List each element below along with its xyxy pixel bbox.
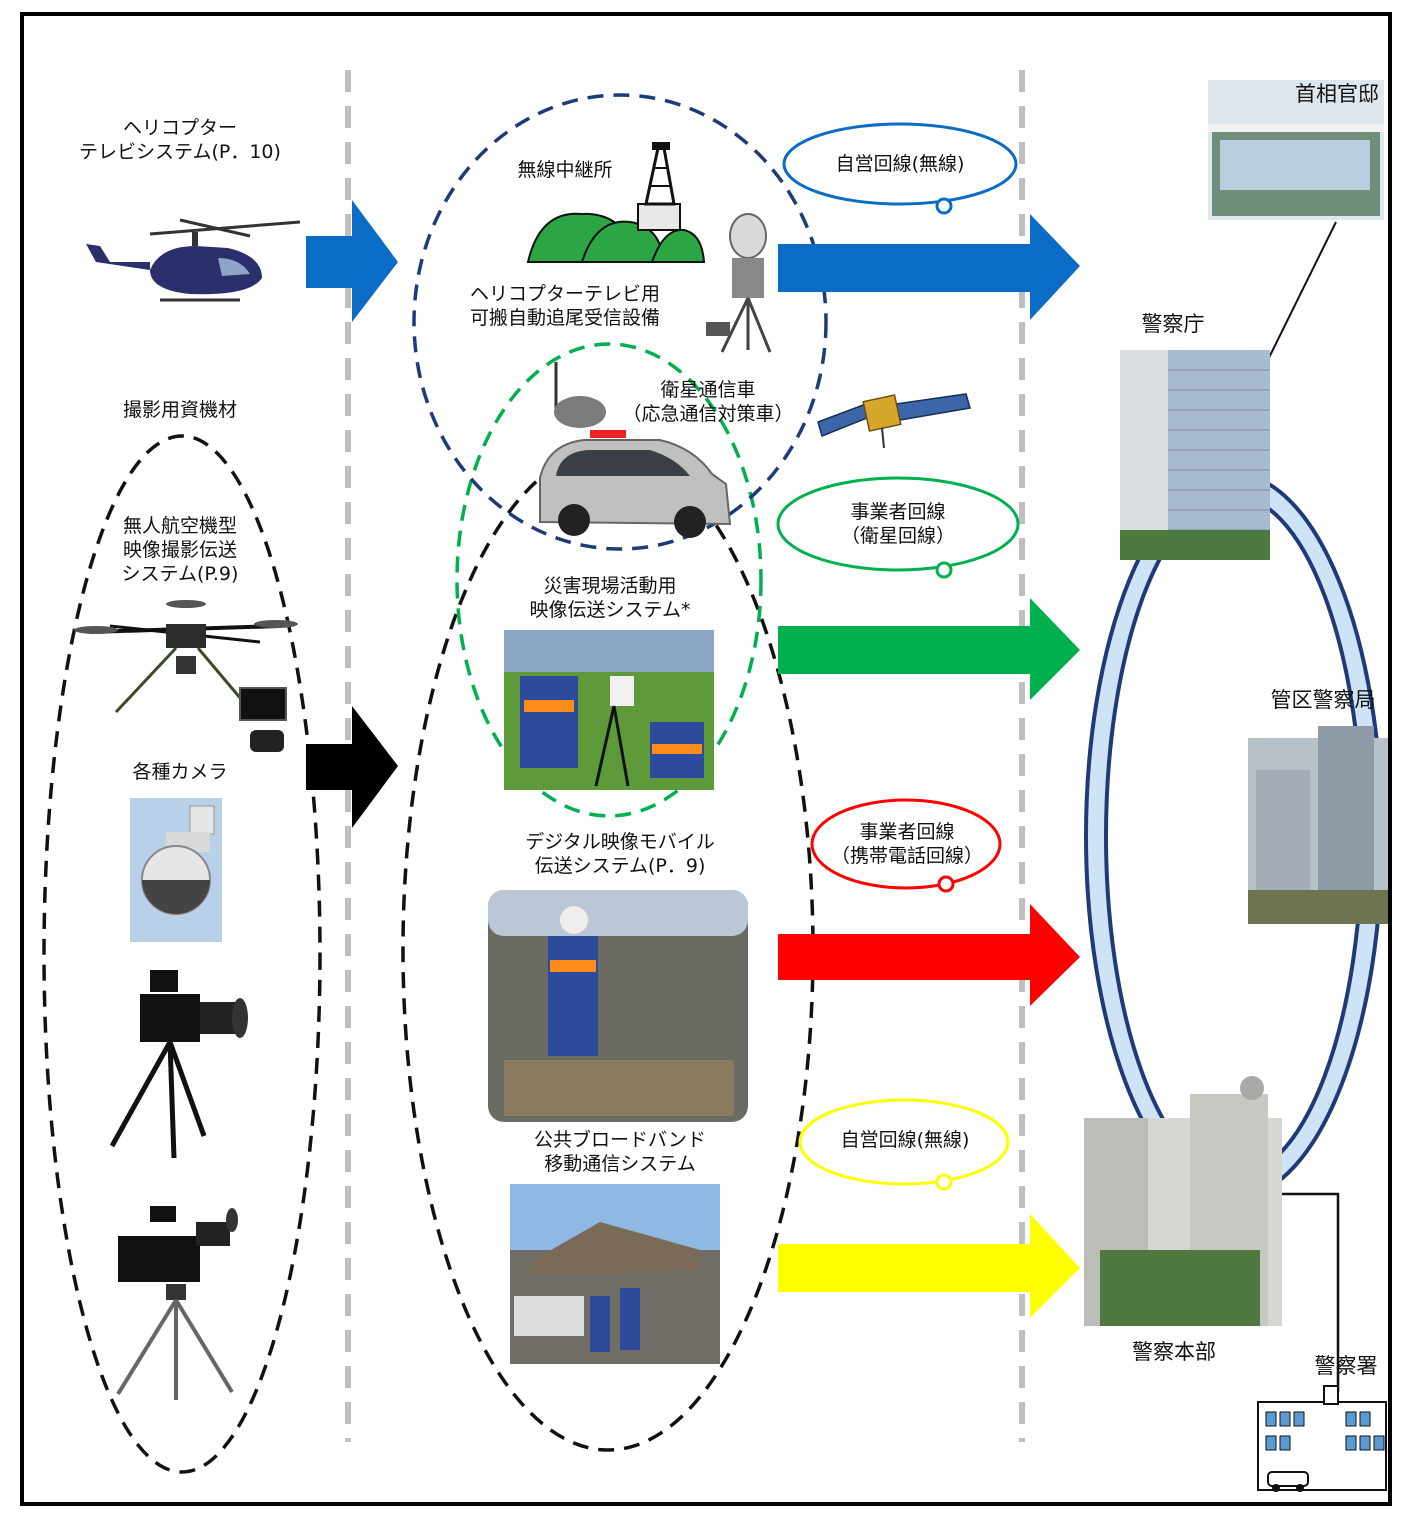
security-camera-icon bbox=[130, 798, 222, 942]
kantei-building-icon bbox=[1208, 80, 1384, 220]
heli-label: ヘリコプター テレビシステム(P．10) bbox=[79, 117, 281, 163]
cloud-private-wireless-2-label: 自営回線(無線) bbox=[840, 1129, 970, 1151]
diagram-frame bbox=[20, 12, 1392, 1506]
drone-icon bbox=[74, 600, 298, 752]
broadband-label: 公共ブロードバンド 移動通信システム bbox=[534, 1129, 706, 1175]
npa-building-icon bbox=[1120, 350, 1270, 560]
heli-arrow bbox=[306, 200, 398, 322]
cloud-carrier-satellite-label: 事業者回線 （衛星回線） bbox=[840, 501, 955, 547]
equipment-group-ellipse bbox=[42, 434, 322, 1474]
cameras-label: 各種カメラ bbox=[132, 761, 228, 783]
police-station-label: 警察署 bbox=[1314, 1354, 1378, 1378]
satellite-vehicle-label: 衛星通信車 （応急通信対策車） bbox=[622, 379, 794, 425]
dslr-camera-icon bbox=[109, 970, 248, 1159]
disaster-video-photo bbox=[504, 630, 714, 790]
yellow-arrow bbox=[778, 1214, 1080, 1318]
cloud-carrier-mobile-label: 事業者回線 （携帯電話回線） bbox=[830, 821, 983, 867]
satellite-group-ellipse bbox=[455, 342, 763, 818]
relay-tower-icon bbox=[526, 142, 706, 263]
disaster-video-label: 災害現場活動用 映像伝送システム* bbox=[529, 575, 691, 621]
cloud-private-wireless-1-label: 自営回線(無線) bbox=[835, 153, 965, 175]
green-arrow bbox=[778, 598, 1080, 700]
regional-bureau-building-icon bbox=[1248, 726, 1388, 924]
digital-mobile-label: デジタル映像モバイル 伝送システム(P．9) bbox=[525, 831, 715, 877]
npa-label: 警察庁 bbox=[1141, 312, 1205, 336]
cloud-private-wireless-2 bbox=[798, 1098, 1010, 1191]
antenna-dish-icon bbox=[706, 213, 772, 353]
tracking-receiver-label: ヘリコプターテレビ用 可搬自動追尾受信設備 bbox=[469, 283, 660, 329]
regional-bureau-label: 管区警察局 bbox=[1270, 688, 1376, 712]
police-station-icon bbox=[1257, 1385, 1387, 1492]
red-arrow bbox=[778, 904, 1080, 1006]
equipment-label: 撮影用資機材 bbox=[122, 399, 237, 421]
station-connector bbox=[1280, 1192, 1340, 1392]
relay-group-ellipse bbox=[412, 93, 828, 551]
kantei-label: 首相官邸 bbox=[1295, 82, 1379, 106]
broadband-photo bbox=[510, 1184, 720, 1364]
digital-mobile-photo bbox=[488, 890, 748, 1122]
black-arrow bbox=[306, 706, 398, 828]
video-camera-icon bbox=[116, 1206, 238, 1400]
helicopter-icon bbox=[86, 218, 301, 302]
prefectural-hq-label: 警察本部 bbox=[1132, 1340, 1216, 1364]
cloud-private-wireless-1 bbox=[782, 122, 1018, 215]
prefectural-hq-building-icon bbox=[1084, 1076, 1282, 1326]
satellite-icon bbox=[817, 393, 971, 449]
drone-label: 無人航空機型 映像撮影伝送 システム(P.9) bbox=[121, 515, 239, 585]
satellite-vehicle-icon bbox=[539, 362, 732, 538]
relay-station-label: 無線中継所 bbox=[517, 159, 613, 181]
cloud-carrier-satellite bbox=[776, 476, 1020, 579]
blue-arrow bbox=[778, 214, 1080, 320]
cloud-carrier-mobile bbox=[810, 798, 1002, 893]
